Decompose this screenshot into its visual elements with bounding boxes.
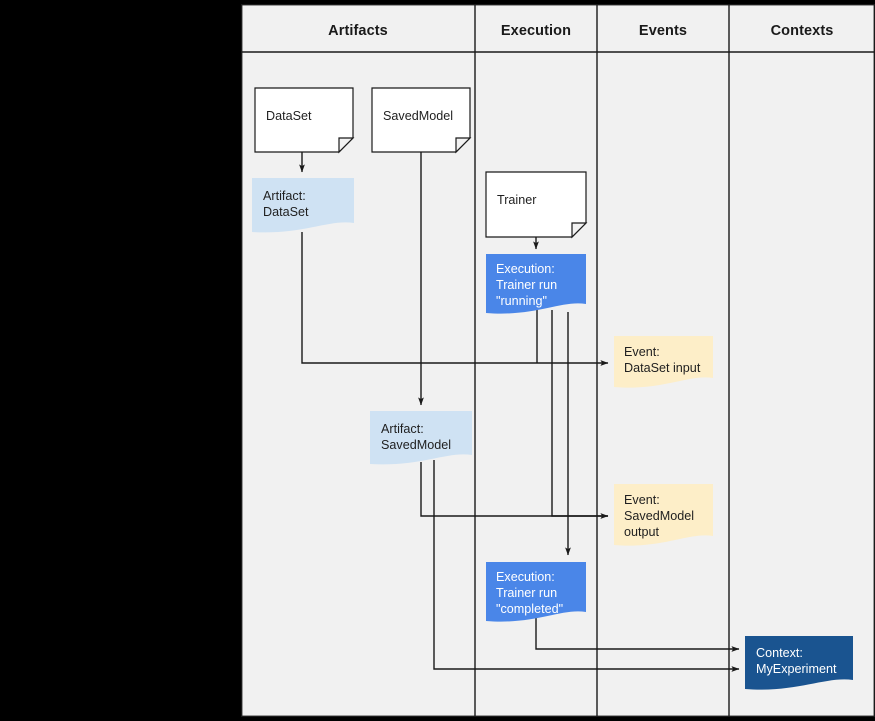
connector-layer <box>299 152 740 672</box>
node-artifact-savedmodel[interactable] <box>370 411 472 465</box>
node-execution-completed[interactable] <box>486 562 586 622</box>
edge-artifact-dataset-to-event-input <box>301 232 609 366</box>
edge-artifact-savedmodel-to-context <box>433 460 740 672</box>
lane-title-artifacts: Artifacts <box>328 23 388 39</box>
node-doc-trainer[interactable] <box>485 171 588 239</box>
node-shape-layer <box>252 87 853 690</box>
lane-title-contexts: Contexts <box>770 23 834 39</box>
node-artifact-dataset[interactable] <box>252 178 354 233</box>
node-context-myexperiment[interactable] <box>745 636 853 690</box>
edge-artifact-savedmodel-to-event-output <box>420 462 608 517</box>
node-doc-savedmodel[interactable] <box>371 87 472 154</box>
lane-title-execution: Execution <box>500 23 572 39</box>
lineage-diagram: Artifacts Execution Events Contexts Data… <box>240 3 875 717</box>
lane-title-events: Events <box>638 23 688 39</box>
edge-execution-completed-to-context <box>535 618 740 652</box>
node-doc-dataset[interactable] <box>254 87 355 154</box>
node-execution-running[interactable] <box>486 254 586 314</box>
diagram-border <box>240 3 875 717</box>
node-event-savedmodel-output[interactable] <box>614 484 713 546</box>
node-event-dataset-input[interactable] <box>614 336 713 388</box>
